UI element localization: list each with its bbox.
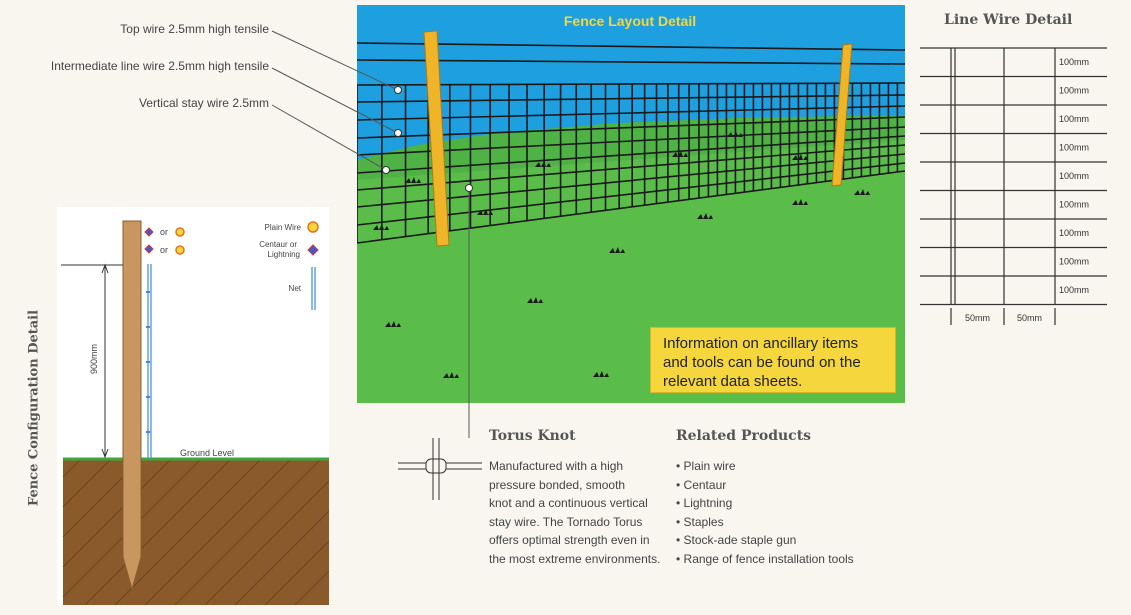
vertical-stays xyxy=(357,83,899,243)
related-title: Related Products xyxy=(676,428,812,444)
plain-wire-marker-2 xyxy=(175,245,185,255)
torus-description: Manufactured with a high pressure bonded… xyxy=(489,457,660,569)
row-label: 100mm xyxy=(1059,228,1089,238)
or-label-2: or xyxy=(160,245,168,255)
net-staples xyxy=(146,291,150,433)
centaur-marker-1 xyxy=(144,227,154,237)
torus-knot-icon xyxy=(398,438,482,500)
list-item: Range of fence installation tools xyxy=(676,550,854,569)
callout-dot-intermediate xyxy=(394,129,402,137)
torus-line: pressure bonded, smooth xyxy=(489,477,626,492)
configuration-title: Fence Configuration Detail xyxy=(26,309,42,507)
legend-centaur-icon xyxy=(307,244,319,256)
torus-line: offers optimal strength even in xyxy=(489,533,650,548)
list-item: Stock-ade staple gun xyxy=(676,531,854,550)
info-box-text: Information on ancillary items and tools… xyxy=(663,335,861,390)
line-wire-diagram: 100mm 100mm 100mm 100mm 100mm 100mm 100m… xyxy=(920,47,1107,325)
torus-title: Torus Knot xyxy=(489,428,576,444)
dimension-arrows xyxy=(101,263,109,459)
col-label: 50mm xyxy=(1017,313,1042,323)
callout-dot-knot xyxy=(465,184,473,192)
callout-dot-top xyxy=(394,86,402,94)
list-item: Staples xyxy=(676,513,854,532)
line-wire-title: Line Wire Detail xyxy=(944,12,1073,28)
row-label: 100mm xyxy=(1059,114,1089,124)
list-item: Plain wire xyxy=(676,457,854,476)
list-item: Centaur xyxy=(676,476,854,495)
legend-centaur-label-2: Lightning xyxy=(268,250,300,259)
col-label: 50mm xyxy=(965,313,990,323)
info-box: Information on ancillary items and tools… xyxy=(650,327,896,393)
list-item: Lightning xyxy=(676,494,854,513)
row-label: 100mm xyxy=(1059,86,1089,96)
callout-top-wire: Top wire 2.5mm high tensile xyxy=(120,22,269,36)
timber-post xyxy=(122,220,142,591)
torus-line: knot and a continuous vertical xyxy=(489,496,648,511)
legend-plain-icon xyxy=(307,221,319,233)
fence-mesh xyxy=(357,42,905,244)
height-label: 900mm xyxy=(89,344,99,374)
callout-vertical-stay: Vertical stay wire 2.5mm xyxy=(138,96,269,110)
fence-post-near xyxy=(423,30,450,247)
row-label: 100mm xyxy=(1059,257,1089,267)
callout-intermediate-wire: Intermediate line wire 2.5mm high tensil… xyxy=(50,59,269,73)
legend-net-label: Net xyxy=(289,284,302,293)
related-list: Plain wire Centaur Lightning Staples Sto… xyxy=(676,457,854,569)
legend-plain-label: Plain Wire xyxy=(265,223,302,232)
legend-centaur-label-1: Centaur or xyxy=(259,240,297,249)
torus-line: the most extreme environments. xyxy=(489,551,661,566)
soil xyxy=(63,459,329,605)
centaur-marker-2 xyxy=(144,244,154,254)
grass-tufts xyxy=(373,131,870,378)
fence-post-far xyxy=(831,43,853,187)
row-label: 100mm xyxy=(1059,285,1089,295)
row-label: 100mm xyxy=(1059,57,1089,67)
torus-line: stay wire. The Tornado Torus xyxy=(489,514,643,529)
plain-wire-marker-1 xyxy=(175,227,185,237)
legend-net-icon xyxy=(311,267,316,310)
layout-title: Fence Layout Detail xyxy=(564,13,696,29)
row-label: 100mm xyxy=(1059,143,1089,153)
or-label-1: or xyxy=(160,227,168,237)
row-label: 100mm xyxy=(1059,171,1089,181)
row-label: 100mm xyxy=(1059,200,1089,210)
callout-dot-stay xyxy=(382,166,390,174)
ground-label: Ground Level xyxy=(180,448,234,458)
fence-configuration-diagram: Ground Level or or 900mm Plain Wire Cent… xyxy=(57,207,329,605)
torus-line: Manufactured with a high xyxy=(489,459,624,473)
